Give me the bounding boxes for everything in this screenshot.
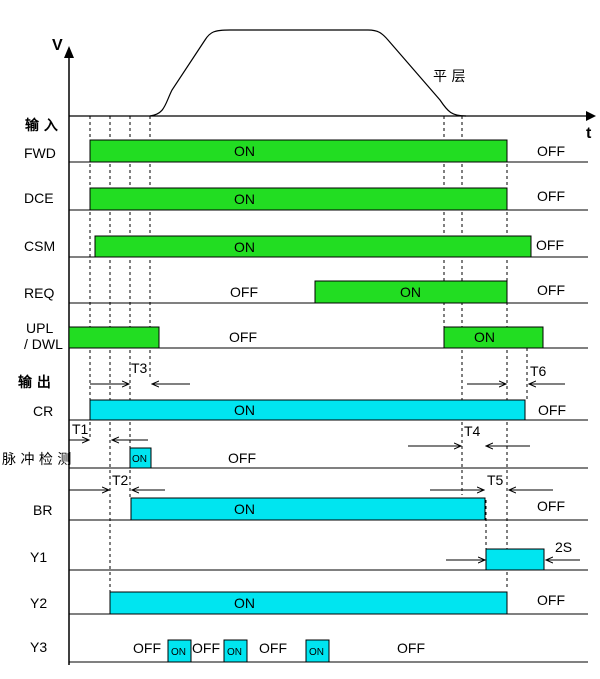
y3-on-1: ON	[171, 647, 186, 658]
pulse-detect-label: 脉 冲 检 测	[2, 452, 71, 468]
req-on-bar	[314, 280, 508, 304]
y1-duration-label: 2S	[555, 539, 572, 555]
upl-on-bar-left	[68, 326, 160, 349]
y1-on-bar	[485, 548, 545, 571]
v-axis-label: V	[52, 37, 63, 54]
csm-label: CSM	[24, 238, 55, 254]
req-off-right-text: OFF	[537, 282, 565, 298]
req-on-text: ON	[400, 284, 421, 300]
dce-off-text: OFF	[537, 188, 565, 204]
br-off-text: OFF	[537, 498, 565, 514]
br-on-text: ON	[234, 501, 255, 517]
output-section-label: 输 出	[18, 374, 51, 391]
dwl-label: / DWL	[24, 336, 63, 352]
br-label: BR	[33, 502, 52, 518]
t3-label: T3	[131, 360, 148, 376]
velocity-curve	[149, 29, 467, 117]
t1-label: T1	[72, 421, 89, 437]
t2-label: T2	[112, 472, 129, 488]
input-section-label: 输 入	[25, 117, 58, 134]
upl-on-text: ON	[474, 329, 495, 345]
cr-label: CR	[33, 403, 53, 419]
fwd-label: FWD	[24, 145, 56, 161]
t-axis-label: t	[586, 125, 592, 142]
y3-on-box-2	[223, 639, 248, 663]
pulse-off-text: OFF	[228, 450, 256, 466]
y3-off-3: OFF	[259, 640, 287, 656]
y3-on-2: ON	[227, 647, 242, 658]
csm-on-text: ON	[234, 239, 255, 255]
y2-label: Y2	[30, 595, 47, 611]
fwd-on-text: ON	[234, 143, 255, 159]
dce-on-text: ON	[234, 191, 255, 207]
t6-label: T6	[530, 363, 547, 379]
y3-on-box-3	[305, 639, 330, 663]
y3-off-2: OFF	[192, 640, 220, 656]
req-off-left-text: OFF	[230, 284, 258, 300]
dce-label: DCE	[24, 190, 54, 206]
cr-off-text: OFF	[538, 402, 566, 418]
y3-off-1: OFF	[133, 640, 161, 656]
y1-label: Y1	[30, 549, 47, 565]
t5-label: T5	[487, 472, 504, 488]
pulse-on-text: ON	[132, 454, 147, 465]
pulse-on-box	[129, 447, 152, 469]
y2-on-bar	[109, 591, 508, 615]
upl-on-bar-right	[443, 326, 544, 349]
fwd-on-bar	[89, 139, 508, 163]
t4-label: T4	[464, 423, 481, 439]
y2-off-text: OFF	[537, 592, 565, 608]
y3-label: Y3	[30, 639, 47, 655]
v-axis-arrow	[64, 46, 74, 58]
level-label: 平 层	[433, 69, 465, 85]
y3-on-box-1	[167, 639, 192, 663]
t-axis-arrow	[586, 111, 596, 121]
dce-on-bar	[89, 187, 508, 211]
cr-on-bar	[89, 399, 526, 421]
y3-on-3: ON	[309, 647, 324, 658]
csm-on-bar	[94, 235, 532, 258]
upl-label: UPL	[26, 320, 53, 336]
fwd-off-text: OFF	[537, 143, 565, 159]
upl-off-text: OFF	[229, 329, 257, 345]
csm-off-text: OFF	[536, 237, 564, 253]
y2-on-text: ON	[234, 595, 255, 611]
br-on-bar	[130, 497, 486, 521]
req-label: REQ	[24, 285, 54, 301]
y3-off-4: OFF	[397, 640, 425, 656]
cr-on-text: ON	[234, 402, 255, 418]
